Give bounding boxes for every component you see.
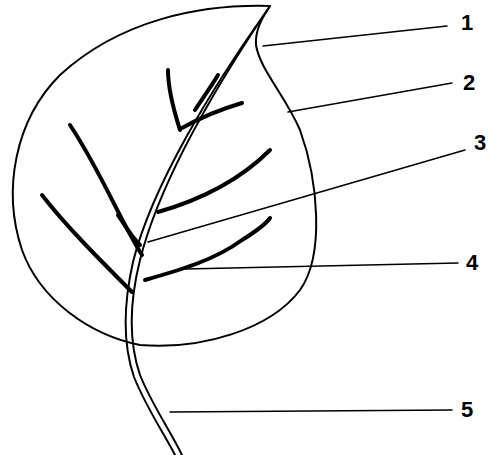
leader-line [263,26,447,46]
leader-line [185,263,458,269]
callout-number: 4 [466,252,478,274]
leaf-blade-outline [13,6,316,346]
leader-line [288,83,452,112]
callout-number: 3 [474,132,486,154]
midrib-inner [126,12,266,455]
callout-number: 1 [461,12,473,34]
callout-number: 5 [461,399,473,421]
vein [118,215,140,245]
vein [195,75,218,110]
callout-number: 2 [463,72,475,94]
vein [145,218,270,280]
leader-line [170,410,452,412]
vein [42,195,132,292]
midrib [132,6,270,455]
vein [158,150,270,212]
vein [182,103,242,128]
vein [70,125,142,255]
leader-line [148,150,465,242]
vein [168,70,180,130]
